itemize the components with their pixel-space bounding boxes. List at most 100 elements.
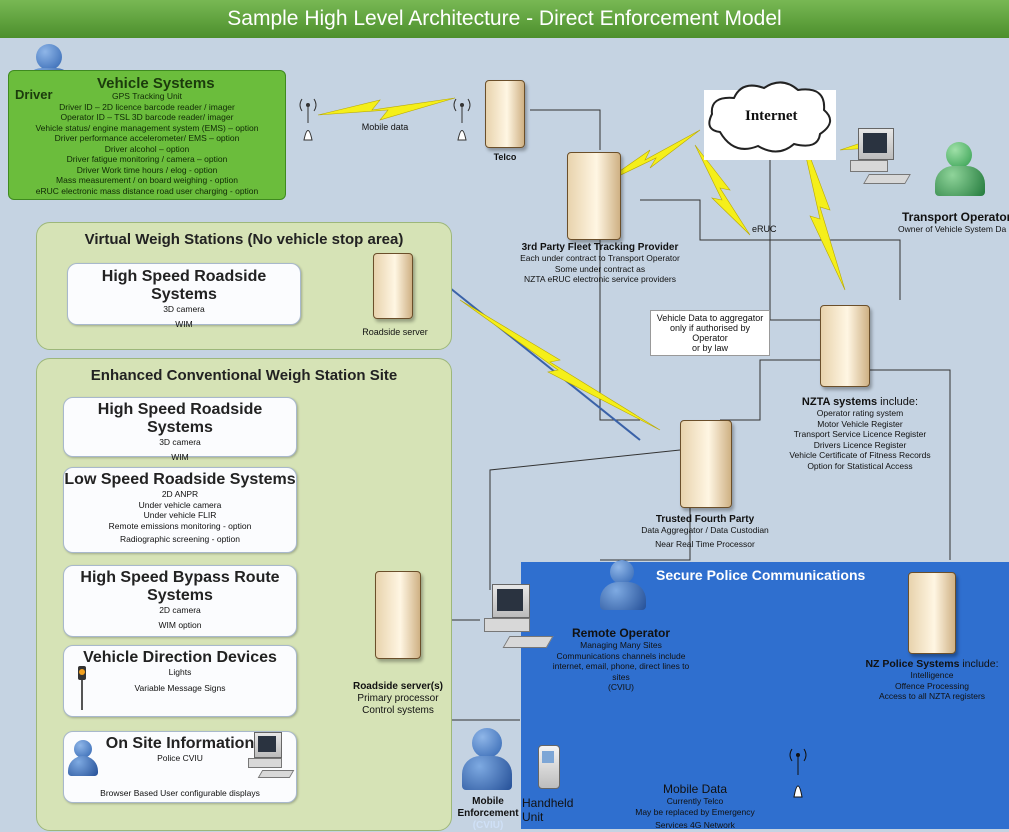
nz-police-title-rest: include: xyxy=(959,658,999,670)
bypass-item: 2D camera xyxy=(159,605,201,615)
low-speed-item: Under vehicle FLIR xyxy=(143,510,217,520)
nzta-item: Motor Vehicle Register xyxy=(817,418,903,429)
note-line: only if authorised by Operator xyxy=(669,323,751,343)
antenna-icon xyxy=(299,98,317,141)
handheld-line: Handheld xyxy=(522,796,574,810)
roadside-servers-info: Roadside server(s) Primary processor Con… xyxy=(343,681,453,717)
roadside-server-label: Roadside server xyxy=(362,327,428,337)
telco-server-icon xyxy=(485,80,525,148)
vs-item: Driver Work time hours / elog - option xyxy=(76,164,218,175)
direction-item: Lights xyxy=(168,667,192,677)
roadside-servers-line: Control systems xyxy=(362,705,434,716)
vehicle-systems-list: GPS Tracking Unit Driver ID – 2D licence… xyxy=(9,91,285,196)
remote-operator-computer-icon xyxy=(484,584,554,654)
fleet-line: NZTA eRUC electronic service providers xyxy=(524,274,676,284)
nz-police-title: NZ Police Systems xyxy=(865,658,960,670)
vehicle-systems-box: Driver Vehicle Systems GPS Tracking Unit… xyxy=(8,70,286,200)
remote-line: Communications channels include xyxy=(556,650,686,661)
virtual-hs-item: 3D camera xyxy=(163,304,205,314)
nzta-info: NZTA systems include: Operator rating sy… xyxy=(760,396,960,471)
enhanced-hs-item: WIM xyxy=(171,451,189,462)
vehicle-systems-title: Vehicle Systems xyxy=(97,75,215,92)
fleet-tracking-title: 3rd Party Fleet Tracking Provider xyxy=(521,242,679,253)
transport-operator-person-icon xyxy=(932,142,988,196)
low-speed-title: Low Speed Roadside Systems xyxy=(64,471,296,488)
vs-item: Driver ID – 2D licence barcode reader / … xyxy=(59,101,235,112)
virtual-hs-panel: High Speed Roadside Systems 3D camera WI… xyxy=(67,263,301,329)
virtual-weigh-zone: Virtual Weigh Stations (No vehicle stop … xyxy=(36,222,452,350)
mobile-enforcement-line: Mobile xyxy=(472,796,504,807)
nz-police-info: NZ Police Systems include: Intelligence … xyxy=(856,658,1008,702)
page-title: Sample High Level Architecture - Direct … xyxy=(0,0,1009,38)
traffic-light-icon xyxy=(76,666,88,710)
fleet-line: Each under contract to Transport Operato… xyxy=(520,253,680,263)
mobile-data-label: Mobile data xyxy=(361,122,409,132)
roadside-servers-line: Primary processor xyxy=(357,693,439,704)
low-speed-item: Under vehicle camera xyxy=(138,499,222,510)
remote-line: Managing Many Sites xyxy=(580,640,662,650)
direction-title: Vehicle Direction Devices xyxy=(83,649,277,666)
enhanced-hs-item: 3D camera xyxy=(159,437,201,447)
onsite-sub: Police CVIU xyxy=(157,753,203,763)
nzta-item: Transport Service Licence Register xyxy=(793,429,927,439)
mobile-data-line: Currently Telco xyxy=(666,796,724,806)
handheld-label: Handheld Unit xyxy=(522,796,582,824)
transport-operator-computer-icon xyxy=(848,128,911,188)
direction-panel: Vehicle Direction Devices Lights Variabl… xyxy=(63,645,297,717)
mobile-data-line: Services 4G Network xyxy=(655,820,735,830)
low-speed-panel: Low Speed Roadside Systems 2D ANPR Under… xyxy=(63,467,297,553)
fleet-line: Some under contract as xyxy=(554,263,646,274)
enhanced-hs-title: High Speed Roadside Systems xyxy=(97,401,263,436)
nzta-item: Drivers Licence Register xyxy=(813,439,907,450)
nzta-item: Vehicle Certificate of Fitness Records xyxy=(789,450,931,460)
direction-item: Variable Message Signs xyxy=(134,682,226,693)
low-speed-item: 2D ANPR xyxy=(161,489,199,499)
bypass-title-1: High Speed Bypass Route xyxy=(80,569,280,586)
transport-operator-sub: Owner of Vehicle System Da xyxy=(898,224,1007,234)
vs-item: Driver performance accelerometer/ EMS – … xyxy=(54,133,240,143)
mobile-enforcement-label: Mobile Enforcement (CVIU) xyxy=(450,796,526,832)
mobile-data-title: Mobile Data xyxy=(662,782,728,796)
mobile-enforcement-line: (CVIU) xyxy=(472,820,504,831)
enhanced-weigh-title: Enhanced Conventional Weigh Station Site xyxy=(90,367,398,384)
enhanced-hs-panel: High Speed Roadside Systems 3D camera WI… xyxy=(63,397,297,462)
note-line: or by law xyxy=(691,343,728,353)
low-speed-item: Remote emissions monitoring - option xyxy=(108,520,252,531)
trusted-title: Trusted Fourth Party xyxy=(655,514,755,525)
roadside-server-icon xyxy=(373,253,413,319)
vehicle-data-note: Vehicle Data to aggregator only if autho… xyxy=(650,310,770,356)
vs-item: Driver alcohol – option xyxy=(104,143,190,154)
driver-label: Driver xyxy=(15,87,53,102)
trusted-line: Data Aggregator / Data Custodian xyxy=(641,525,769,535)
onsite-bottom: Browser Based User configurable displays xyxy=(100,788,260,798)
vs-item: Driver fatigue monitoring / camera – opt… xyxy=(66,154,228,164)
trusted-fourth-party-info: Trusted Fourth Party Data Aggregator / D… xyxy=(610,514,800,549)
fleet-tracking-server-icon xyxy=(567,152,621,240)
internet-label: Internet xyxy=(745,108,798,124)
trusted-line: Near Real Time Processor xyxy=(655,538,755,549)
remote-operator-info: Remote Operator Managing Many Sites Comm… xyxy=(546,626,696,693)
virtual-weigh-title: Virtual Weigh Stations (No vehicle stop … xyxy=(84,231,404,248)
onsite-person-icon xyxy=(74,740,92,758)
internet-cloud-icon xyxy=(704,81,836,160)
onsite-panel: On Site Information Police CVIU Browser … xyxy=(63,731,297,803)
virtual-hs-item: WIM xyxy=(175,318,193,329)
low-speed-item: Radiographic screening - option xyxy=(119,534,241,544)
nz-police-item: Offence Processing xyxy=(894,680,970,691)
nzta-item: Option for Statistical Access xyxy=(807,460,913,471)
remote-operator-person-icon xyxy=(598,560,648,612)
remote-operator-title: Remote Operator xyxy=(571,626,671,640)
handheld-line: Unit xyxy=(522,810,544,824)
antenna-icon xyxy=(789,748,807,798)
mobile-data-info: Mobile Data Currently Telco May be repla… xyxy=(610,782,780,831)
enhanced-weigh-zone: Enhanced Conventional Weigh Station Site… xyxy=(36,358,452,831)
eruc-label: eRUC xyxy=(752,224,777,234)
handheld-phone-icon xyxy=(538,745,560,789)
vs-item: Operator ID – TSL 3D barcode reader/ ima… xyxy=(60,112,234,122)
antenna-icon xyxy=(453,98,471,141)
roadside-servers-title: Roadside server(s) xyxy=(352,681,444,692)
nzta-server-icon xyxy=(820,305,870,387)
note-line: Vehicle Data to aggregator xyxy=(656,313,764,323)
bypass-title-2: Systems xyxy=(147,587,213,604)
telco-label: Telco xyxy=(493,152,517,162)
